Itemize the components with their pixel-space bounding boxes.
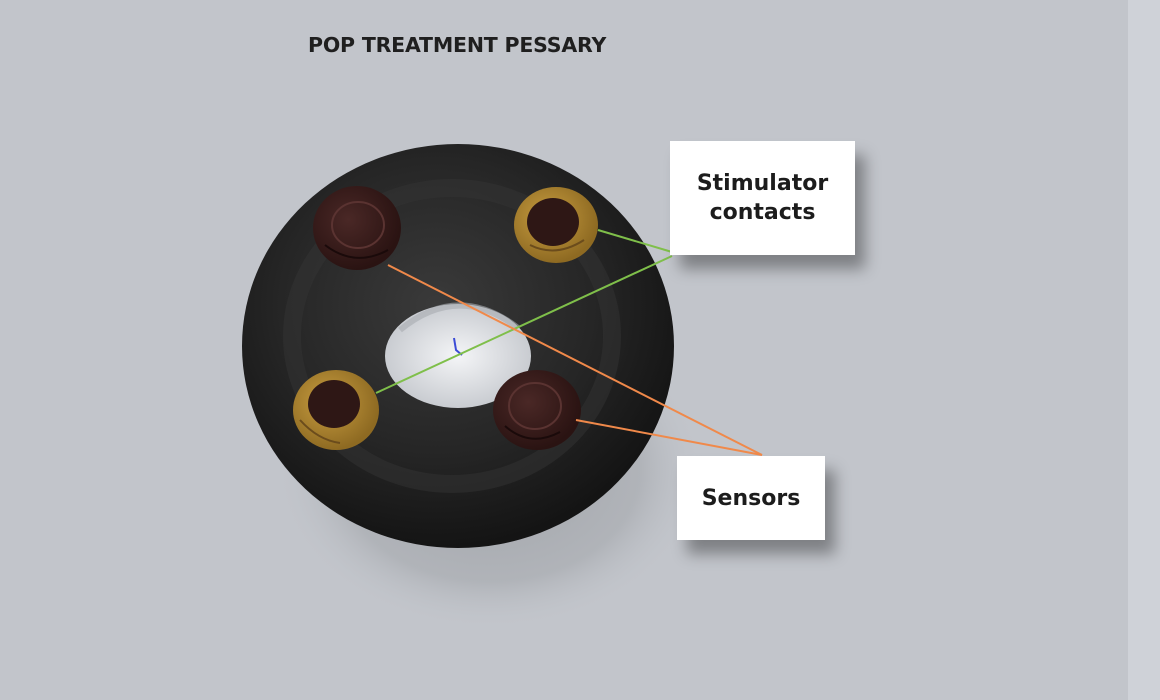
sensors-text: Sensors bbox=[701, 485, 801, 511]
sensor-top-left bbox=[313, 186, 401, 270]
stimulator-contact-top-right bbox=[514, 187, 598, 263]
sensors-label: Sensors bbox=[677, 456, 825, 540]
diagram-title: POP TREATMENT PESSARY bbox=[308, 33, 607, 57]
stimulator-contact-bottom-left bbox=[293, 370, 379, 450]
stimulator-contacts-label: Stimulator contacts bbox=[670, 141, 855, 255]
sensor-bottom-right bbox=[493, 370, 581, 450]
sensor-leader-line-1 bbox=[387, 264, 763, 456]
hole-inner-edge bbox=[398, 302, 520, 333]
stimulator-leader-line-2 bbox=[375, 255, 673, 394]
sensor-leader-line-2 bbox=[575, 419, 763, 456]
pessary-ring-highlight bbox=[283, 179, 621, 493]
stimulator-contacts-text: Stimulator contacts bbox=[696, 171, 829, 225]
background-strip bbox=[1128, 0, 1160, 700]
stimulator-leader-line-1 bbox=[597, 229, 673, 253]
